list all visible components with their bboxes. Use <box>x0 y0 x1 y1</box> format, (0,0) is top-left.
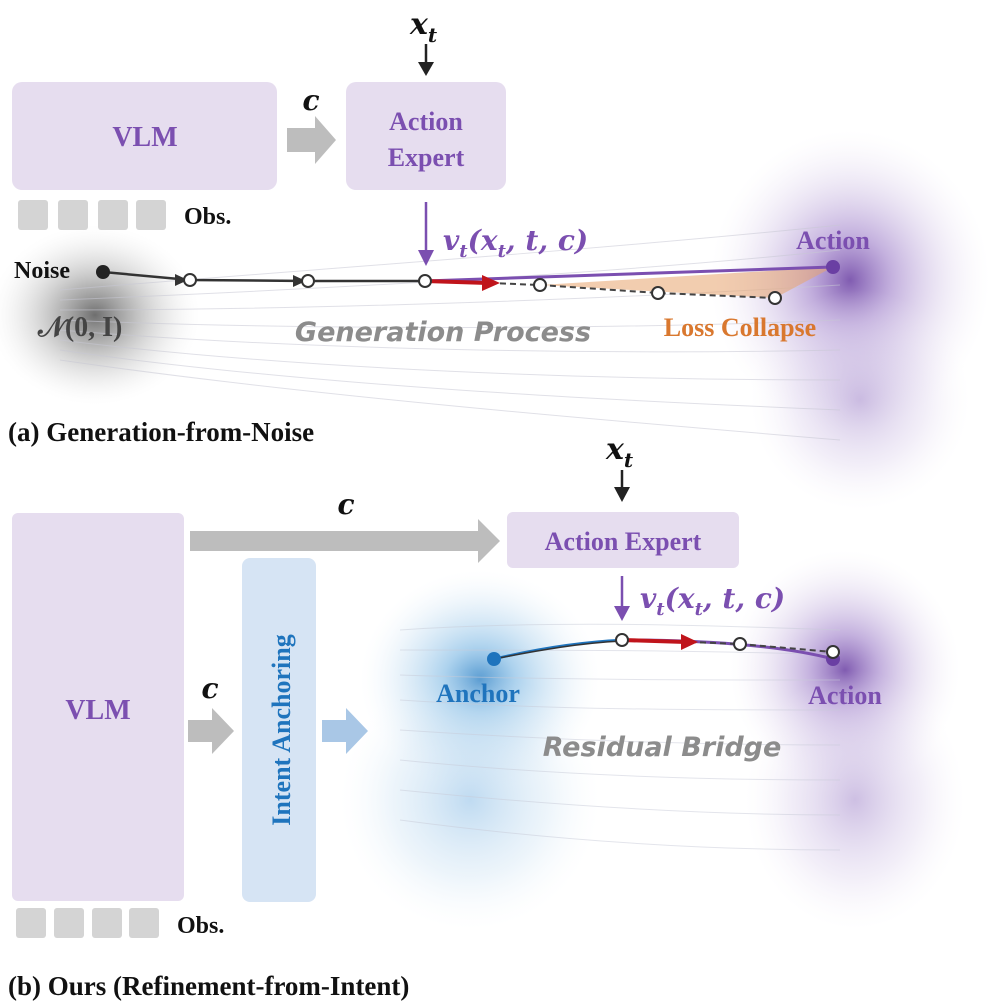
caption-top: (a) Generation-from-Noise <box>8 417 314 447</box>
traj-arrow-2 <box>293 275 306 287</box>
generation-process-label: Generation Process <box>295 317 591 348</box>
noise-dist-label: 𝒩(0, I) <box>37 312 122 343</box>
velocity-label-bottom: vt(xt, t, c) <box>640 582 785 620</box>
arrow-expert-to-velocity-bottom-head <box>614 606 630 621</box>
arrow-vlm-to-expert-bottom <box>190 519 500 563</box>
trajectory-nodes-top <box>183 273 782 305</box>
cond-label-bottom-top: c <box>337 488 354 521</box>
caption-bottom: (b) Ours (Refinement-from-Intent) <box>8 971 409 1001</box>
anchor-distribution-lower <box>340 670 600 930</box>
residual-bridge-label: Residual Bridge <box>543 732 782 763</box>
obs-tokens-bottom <box>16 908 159 938</box>
anchor-label: Anchor <box>436 679 520 708</box>
vlm-label-bottom: VLM <box>65 695 130 726</box>
cond-label-top: c <box>302 84 319 117</box>
velocity-vector-bottom-head <box>681 634 698 650</box>
intent-anchoring-box <box>242 558 316 902</box>
velocity-vector-top-head <box>482 275 500 291</box>
arrow-intent-to-anchor <box>322 708 368 754</box>
arrow-vlm-to-expert-top <box>287 116 336 164</box>
action-expert-label-line2: Expert <box>388 143 465 172</box>
predicted-path-top <box>489 282 776 299</box>
action-distribution-top-lower <box>750 290 970 510</box>
action-distribution-bottom-lower <box>745 670 965 930</box>
obs-label-bottom: Obs. <box>177 913 224 939</box>
trajectory-top <box>102 270 425 283</box>
velocity-label-top: vt(xt, t, c) <box>443 224 588 262</box>
vlm-box-bottom <box>12 513 184 901</box>
velocity-vector-bottom <box>621 638 687 644</box>
flow-lines-bottom <box>399 623 841 851</box>
trajectory-bottom <box>493 640 623 660</box>
intent-anchoring-label: Intent Anchoring <box>267 634 296 825</box>
action-label-top: Action <box>796 226 870 255</box>
action-label-bottom: Action <box>808 681 882 710</box>
arrow-xt-bottom-head <box>614 487 630 502</box>
action-expert-box-top <box>346 82 506 190</box>
noise-label: Noise <box>14 258 70 284</box>
input-xt-top: xt <box>409 7 438 47</box>
arrow-xt-top-head <box>418 62 434 76</box>
cond-label-bottom-mid: c <box>201 672 218 705</box>
action-expert-box-bottom <box>507 512 739 568</box>
anchor-point <box>487 652 501 666</box>
vlm-box-top <box>12 82 277 190</box>
obs-label-top: Obs. <box>184 204 231 230</box>
vlm-label-top: VLM <box>112 122 177 153</box>
action-expert-label-bottom: Action Expert <box>545 527 702 556</box>
action-point-top <box>826 260 840 274</box>
arrow-vlm-to-intent <box>188 708 234 754</box>
flow-lines-top <box>59 224 841 441</box>
traj-arrow-1 <box>175 274 188 286</box>
target-path-top <box>424 265 834 283</box>
loss-collapse-area <box>540 267 833 298</box>
loss-collapse-label: Loss Collapse <box>664 313 816 342</box>
input-xt-bottom: xt <box>605 432 634 472</box>
noise-point <box>96 265 110 279</box>
action-expert-label-line1: Action <box>389 107 463 136</box>
obs-tokens-top <box>18 200 166 230</box>
noise-distribution <box>0 225 200 405</box>
trajectory-nodes-bottom <box>615 633 840 659</box>
velocity-vector-top <box>424 279 489 285</box>
arrow-expert-to-velocity-top-head <box>418 250 434 266</box>
